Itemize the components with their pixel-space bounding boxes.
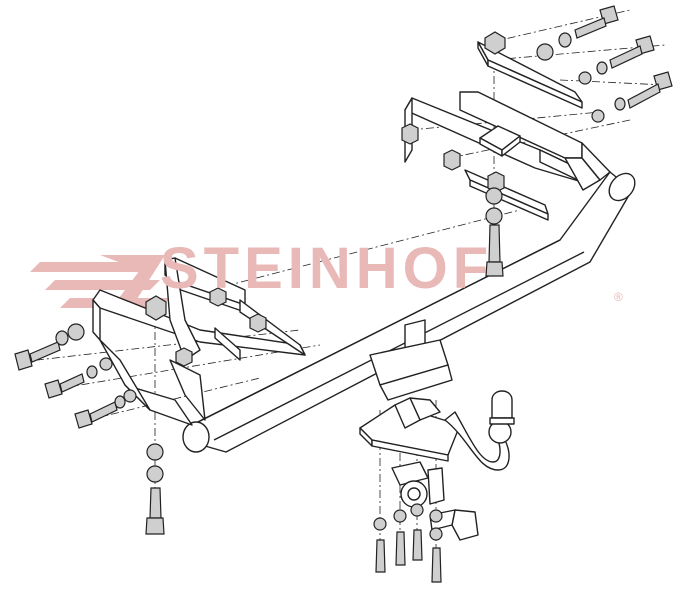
tow-ball-neck [444,411,512,471]
left-bolt-1 [14,341,61,371]
hitch-lower-bolts [373,503,443,583]
right-upper-bolt-2 [609,35,655,69]
left-washers-nuts [55,287,267,409]
left-clamp-plate [164,257,241,361]
left-bolt-2 [44,373,85,399]
left-bolt-3 [74,401,118,429]
right-vertical-bolt [485,187,504,277]
socket-plate [391,461,445,508]
right-clamp-plate-upper [477,41,583,109]
right-square-nut-plate [479,125,521,157]
right-washers-nuts [401,31,626,193]
steinhof-watermark: STEINHOF [160,236,494,301]
right-clamp-plate-lower [464,169,549,221]
right-upper-bolt-3 [627,71,673,109]
tow-ball-cap [489,390,515,425]
right-upper-bolt-1 [574,5,619,39]
steinhof-logo-mark [30,255,170,310]
registered-mark: ® [614,290,623,304]
hitch-mount-bracket [359,319,461,462]
left-vertical-bolt [145,443,165,535]
